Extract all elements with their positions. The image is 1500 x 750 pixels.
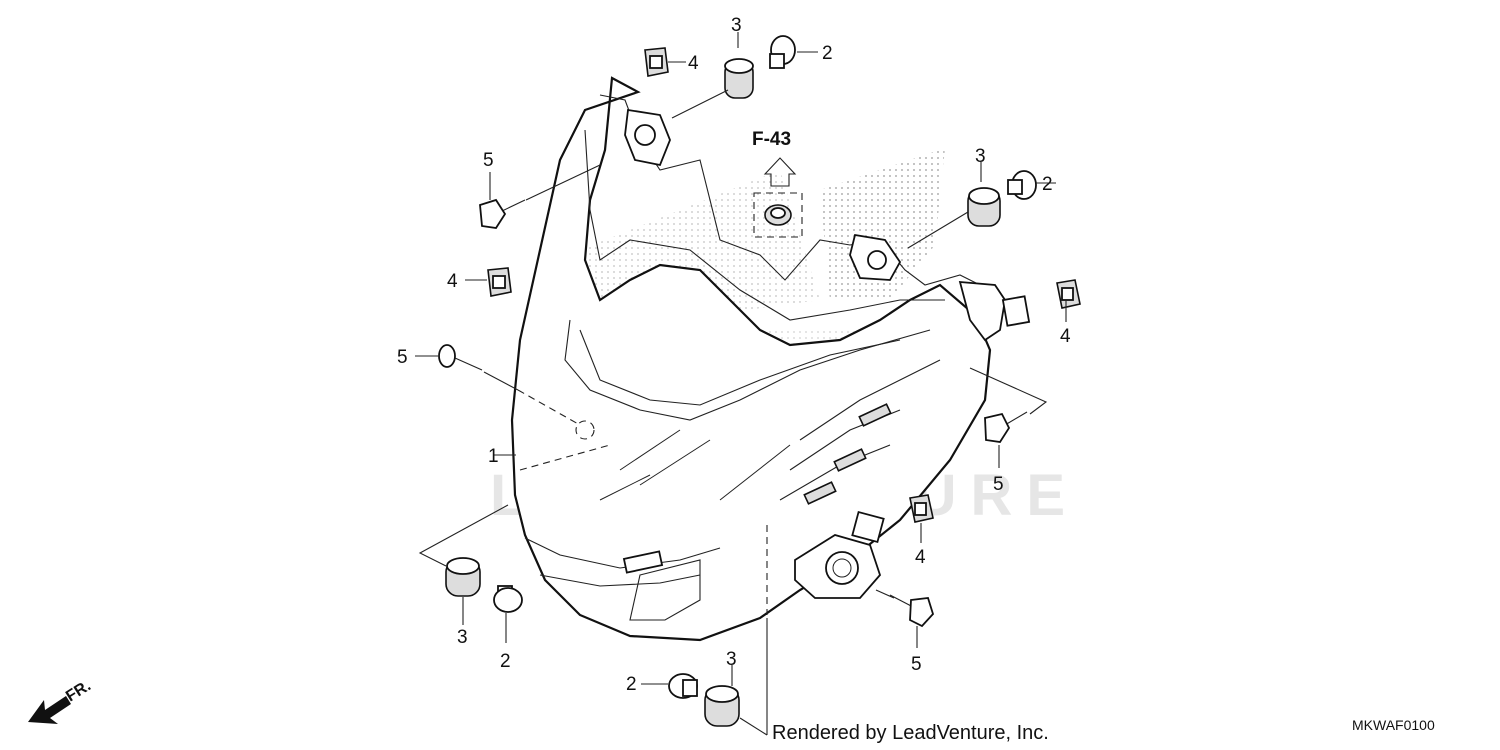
callout-3-top: 3	[731, 15, 742, 36]
callout-4-right: 4	[1060, 326, 1071, 347]
callout-2-top: 2	[822, 43, 833, 64]
reference-label: F-43	[752, 129, 791, 150]
callout-5-upper-left: 5	[483, 150, 494, 171]
grommet-bottom	[704, 685, 740, 727]
clip-nut-lower	[909, 494, 934, 523]
front-arrow-icon	[28, 696, 71, 724]
collar-top	[769, 35, 796, 69]
callout-2-left-bottom: 2	[500, 651, 511, 672]
screw-right	[984, 411, 1028, 443]
diagram-code: MKWAF0100	[1352, 717, 1435, 733]
callout-4-lower: 4	[915, 547, 926, 568]
callout-3-right: 3	[975, 146, 986, 167]
screw-mid-left	[438, 344, 483, 371]
callout-3-bottom: 3	[726, 649, 737, 670]
reference-box	[753, 192, 803, 238]
screw-lower-right	[889, 594, 935, 628]
front-direction-marker: FR.	[28, 677, 94, 724]
grommet-right	[967, 187, 1001, 227]
callout-5-right: 5	[993, 474, 1004, 495]
collar-right	[1007, 170, 1037, 200]
collar-bottom	[668, 673, 698, 699]
shading-upper	[820, 148, 945, 300]
credit-text: Rendered by LeadVenture, Inc.	[772, 722, 1049, 744]
callout-2-bottom: 2	[626, 674, 637, 695]
callout-5-lower-right: 5	[911, 654, 922, 675]
grommet-left-bottom	[445, 557, 481, 597]
screw-upper-left	[479, 198, 526, 229]
clip-nut-left	[487, 267, 512, 297]
headlight-assembly	[510, 76, 1031, 642]
up-arrow-icon	[763, 157, 797, 187]
clip-nut-right	[1056, 279, 1081, 309]
callout-1: 1	[488, 446, 499, 467]
callout-4-top: 4	[688, 53, 699, 74]
clip-nut-top	[644, 47, 669, 77]
callout-3-left-bottom: 3	[457, 627, 468, 648]
callout-2-right: 2	[1042, 174, 1053, 195]
grommet-top	[724, 58, 754, 99]
callout-4-left: 4	[447, 271, 458, 292]
reference-f43: F-43	[752, 129, 803, 238]
leader-lines	[415, 32, 1067, 736]
collar-left-bottom	[493, 585, 523, 613]
callout-5-mid-left: 5	[397, 347, 408, 368]
callouts: 1 2 2 2 2 3 3 3 3 4 4 4 4 5 5 5 5	[397, 15, 1071, 695]
